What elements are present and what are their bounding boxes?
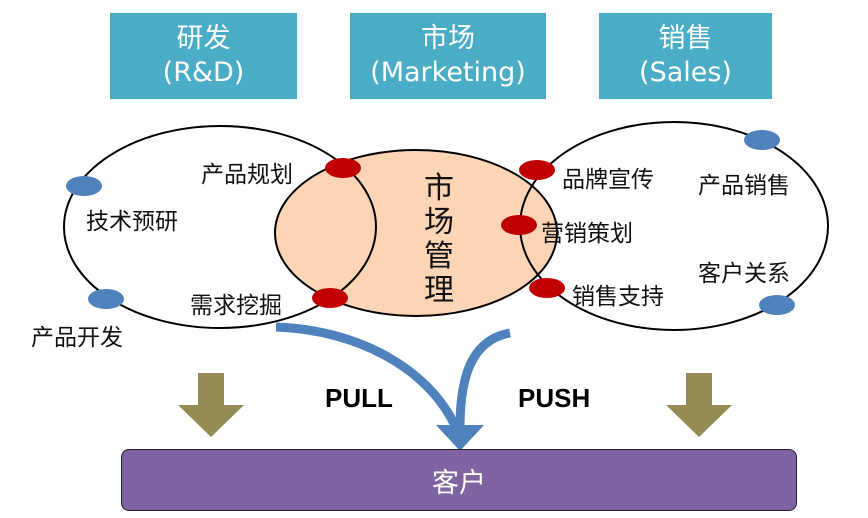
- header-sales-name: 销售: [658, 23, 713, 54]
- node-sales-support: [529, 278, 565, 298]
- label-sales-support: 销售支持: [572, 284, 664, 310]
- node-tech-research: [66, 176, 102, 196]
- right-down-arrow-icon: [666, 373, 732, 437]
- customer-bar: 客户: [121, 449, 797, 511]
- node-marketing-planning: [501, 215, 537, 235]
- center-char: 理: [424, 273, 454, 308]
- push-label: PUSH: [518, 383, 591, 413]
- customer-label: 客户: [432, 467, 486, 499]
- label-customer-relations: 客户关系: [698, 261, 790, 287]
- node-demand-mining: [312, 288, 348, 308]
- label-marketing-planning: 营销策划: [541, 221, 633, 247]
- node-product-sales: [744, 130, 780, 150]
- center-label: 市 场 管 理: [424, 172, 454, 308]
- header-rd: 研发 (R&D): [110, 13, 297, 99]
- pull-arrow: [275, 322, 461, 430]
- push-arrow: [455, 328, 512, 429]
- node-customer-relations: [759, 295, 795, 315]
- header-marketing: 市场 (Marketing): [350, 13, 546, 99]
- marketing-ellipse: [274, 149, 558, 317]
- header-marketing-english: (Marketing): [370, 57, 526, 88]
- center-char: 场: [424, 205, 454, 240]
- node-product-planning: [325, 158, 361, 178]
- left-down-arrow-icon: [178, 373, 244, 437]
- label-product-sales: 产品销售: [698, 173, 790, 199]
- arrowhead-icon: [436, 425, 484, 451]
- pull-label: PULL: [325, 383, 393, 413]
- header-rd-name: 研发: [176, 23, 231, 54]
- label-demand-mining: 需求挖掘: [190, 293, 282, 319]
- center-char: 管: [424, 239, 454, 274]
- header-sales: 销售 (Sales): [599, 13, 772, 99]
- node-brand-promotion: [519, 160, 555, 180]
- label-product-planning: 产品规划: [201, 162, 293, 188]
- header-sales-english: (Sales): [639, 57, 732, 88]
- label-tech-research: 技术预研: [86, 209, 178, 235]
- header-marketing-name: 市场: [421, 23, 475, 54]
- center-char: 市: [424, 171, 454, 206]
- label-product-dev: 产品开发: [31, 325, 123, 351]
- rd-ellipse: [63, 125, 377, 329]
- label-brand-promotion: 品牌宣传: [562, 167, 654, 193]
- header-rd-english: (R&D): [162, 57, 245, 88]
- node-product-dev: [88, 289, 124, 309]
